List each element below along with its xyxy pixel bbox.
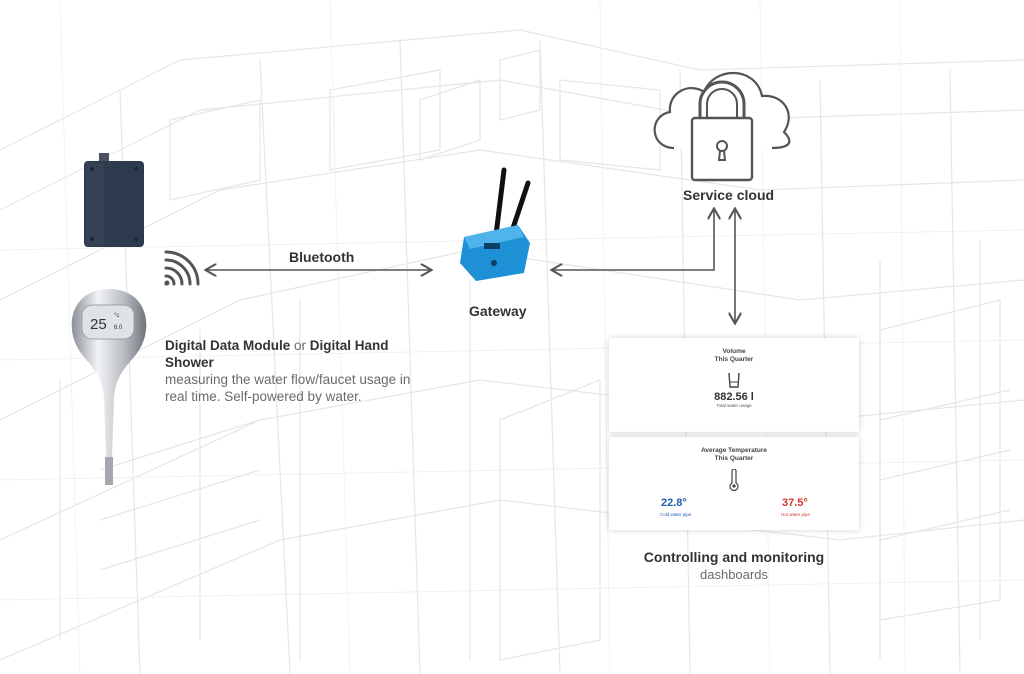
glass-icon [728, 372, 740, 388]
temperature-subtitle: This Quarter [714, 455, 754, 462]
temperature-title: Average Temperature [700, 447, 768, 454]
cold-temperature-value: 22.8° [661, 497, 687, 509]
digital-data-module-image [84, 153, 144, 247]
device-name-shower: Digital Hand Shower [165, 338, 389, 370]
volume-title: Volume [722, 348, 746, 355]
hot-temperature-caption: Hot water pipe [781, 512, 811, 517]
shower-display-unit: °c [114, 313, 119, 319]
cloud-icon [653, 71, 791, 182]
shower-display-small: 6.0 [114, 325, 123, 331]
cold-temperature-caption: Cold water pipe [660, 512, 692, 517]
gateway-label: Gateway [469, 303, 527, 319]
dashboard-volume-card: Volume This Quarter 882.56 l Total water… [609, 338, 859, 432]
shower-display-value: 25 [90, 316, 107, 333]
dashboard-temperature-card: Average Temperature This Quarter 22.8° C… [609, 437, 859, 530]
gateway-image [460, 167, 531, 281]
device-description-text: measuring the water flow/faucet usage in… [165, 372, 411, 404]
thermometer-icon [729, 469, 739, 491]
hot-temperature-value: 37.5° [782, 497, 808, 509]
volume-value: 882.56 l [714, 391, 754, 403]
lock-icon [690, 80, 754, 182]
device-name-connector: or [290, 338, 310, 353]
volume-caption: Total water usage [716, 403, 752, 408]
gateway-cloud-arrow [553, 210, 714, 270]
volume-subtitle: This Quarter [714, 356, 754, 363]
device-description: Digital Data Module or Digital Hand Show… [165, 337, 425, 405]
digital-hand-shower-image: 25 °c 6.0 [71, 289, 147, 485]
dashboard-caption-title: Controlling and monitoring [643, 549, 825, 565]
device-name-module: Digital Data Module [165, 338, 291, 353]
bluetooth-label: Bluetooth [289, 249, 355, 265]
dashboard-caption-subtitle: dashboards [700, 567, 768, 582]
bluetooth-signal-icon [164, 250, 200, 286]
service-cloud-label: Service cloud [683, 187, 775, 203]
dashboard-caption: Controlling and monitoring dashboards [609, 549, 859, 583]
